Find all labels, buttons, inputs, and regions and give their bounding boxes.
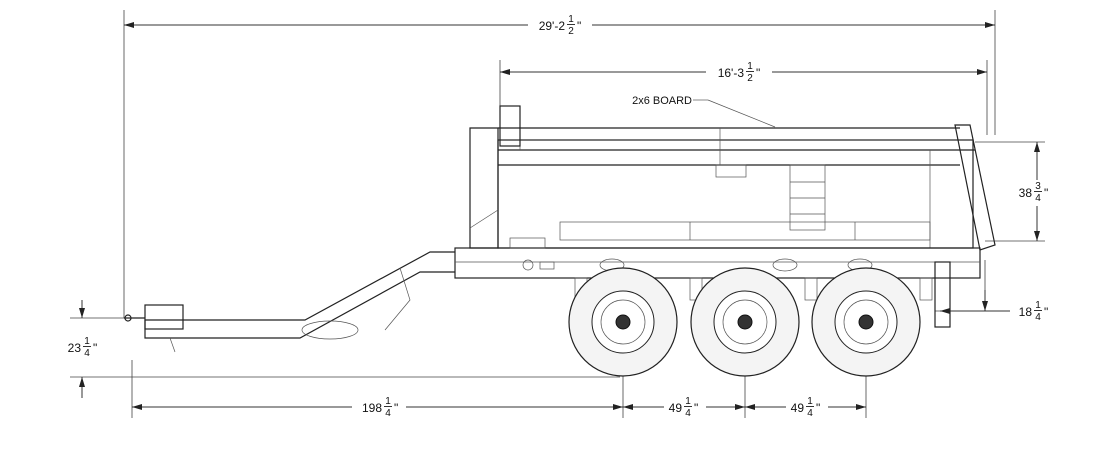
rear-stand — [934, 261, 951, 328]
dim-overall-length: 29'-2 1 2 " — [528, 13, 592, 37]
dim-hitch-height-num: 1 — [84, 336, 90, 347]
dim-axle-spacing-2-whole: 49 — [791, 401, 805, 415]
wheel-middle — [690, 267, 800, 377]
dim-rear-height-den: 4 — [1035, 312, 1041, 323]
dim-hitch-to-axle-suffix: " — [394, 401, 398, 415]
wheel-front — [568, 267, 678, 377]
dim-overall-length-num: 1 — [568, 14, 574, 25]
dim-rear-height: 18 1 4 " — [1019, 300, 1049, 323]
board-callout: 2x6 BOARD — [632, 95, 776, 128]
headboard — [469, 127, 499, 249]
coupler — [144, 304, 184, 330]
dim-overall-length-den: 2 — [568, 26, 574, 37]
main-frame — [454, 247, 981, 279]
dim-axle-spacing-2-suffix: " — [816, 401, 820, 415]
dim-rear-height-num: 1 — [1035, 300, 1041, 311]
dim-hitch-to-axle-whole: 198 — [362, 401, 382, 415]
dim-hitch-height-whole: 23 — [68, 341, 82, 355]
dim-body-height: 38 3 4 " — [1013, 180, 1059, 206]
dim-axle-spacing-1: 49 1 4 " — [664, 395, 706, 421]
dim-hitch-to-axle: 198 1 4 " — [352, 395, 406, 421]
dim-axle-spacing-2-num: 1 — [807, 396, 813, 407]
dim-axle-spacing-1-whole: 49 — [669, 401, 683, 415]
dim-body-length-num: 1 — [747, 61, 753, 72]
wheel-rear — [811, 267, 921, 377]
side-ladder — [789, 164, 826, 231]
dim-hitch-height-den: 4 — [84, 348, 90, 359]
dim-overall-length-whole: 29'-2 — [539, 19, 566, 33]
dim-hitch-to-axle-den: 4 — [385, 408, 391, 419]
dim-axle-spacing-2-den: 4 — [807, 408, 813, 419]
dim-rear-height-suffix: " — [1044, 305, 1048, 319]
dim-axle-spacing-2: 49 1 4 " — [786, 395, 828, 421]
dim-axle-spacing-1-den: 4 — [685, 408, 691, 419]
dim-hitch-height: 23 1 4 " — [68, 336, 98, 359]
dim-body-height-whole: 38 — [1019, 186, 1033, 200]
dim-axle-spacing-1-num: 1 — [685, 396, 691, 407]
dim-body-height-num: 3 — [1035, 181, 1041, 192]
dim-body-height-suffix: " — [1044, 186, 1048, 200]
dump-box — [497, 139, 974, 249]
dim-axle-spacing-1-suffix: " — [694, 401, 698, 415]
dim-overall-length-suffix: " — [577, 19, 581, 33]
dim-rear-height-whole: 18 — [1019, 305, 1033, 319]
dim-body-length-whole: 16'-3 — [718, 66, 745, 80]
dim-hitch-to-axle-num: 1 — [385, 396, 391, 407]
tailgate — [954, 124, 996, 251]
dim-body-length-den: 2 — [747, 73, 753, 84]
dim-body-length-suffix: " — [756, 66, 760, 80]
dim-body-height-den: 4 — [1035, 193, 1041, 204]
dim-body-length: 16'-3 1 2 " — [706, 60, 772, 84]
dim-hitch-height-suffix: " — [93, 341, 97, 355]
board-callout-label: 2x6 BOARD — [632, 95, 692, 107]
